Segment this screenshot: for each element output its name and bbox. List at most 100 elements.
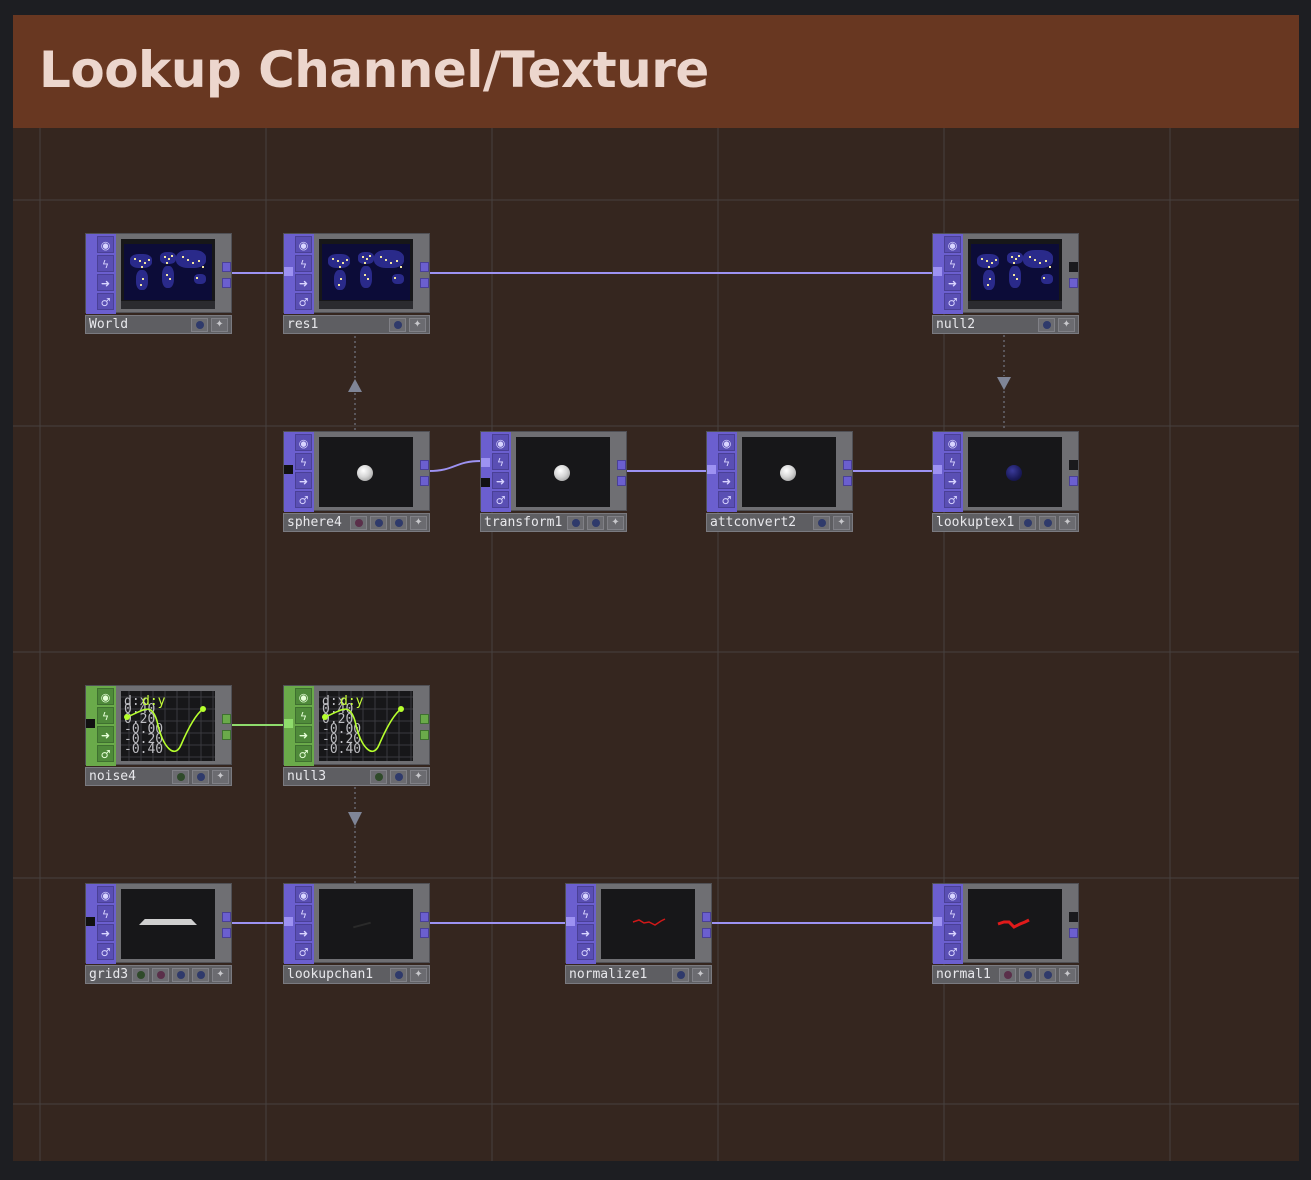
template-button[interactable]	[390, 516, 407, 530]
display-flag-icon[interactable]: ➜	[944, 274, 961, 291]
output-connector[interactable]	[702, 928, 711, 938]
output-connector[interactable]	[420, 928, 429, 938]
node-body[interactable]: ◉ ϟ ➜ ♂	[85, 233, 232, 314]
viewer-flag-icon[interactable]: ◉	[944, 886, 961, 903]
cook-button[interactable]	[191, 318, 208, 332]
lock-flag-icon[interactable]: ♂	[295, 491, 312, 508]
node-res1[interactable]: ◉ ϟ ➜ ♂ res1 ✦	[283, 233, 430, 335]
output-connector[interactable]	[222, 912, 231, 922]
node-namebar[interactable]: normal1 ✦	[932, 965, 1079, 984]
cook-button[interactable]	[192, 770, 209, 784]
render-flag-button[interactable]	[152, 968, 169, 982]
node-transform1[interactable]: ◉ ϟ ➜ ♂ transform1 ✦	[480, 431, 627, 533]
cook-button[interactable]	[672, 968, 689, 982]
parameter-button[interactable]: ✦	[1059, 516, 1076, 530]
parameter-button[interactable]: ✦	[410, 516, 427, 530]
display-flag-icon[interactable]: ➜	[718, 472, 735, 489]
lock-flag-icon[interactable]: ♂	[97, 943, 114, 960]
output-connector[interactable]	[1069, 912, 1078, 922]
lock-flag-icon[interactable]: ♂	[718, 491, 735, 508]
node-viewer[interactable]	[968, 889, 1062, 959]
display-flag-icon[interactable]: ➜	[97, 726, 114, 743]
parameter-button[interactable]: ✦	[211, 318, 228, 332]
node-namebar[interactable]: attconvert2 ✦	[706, 513, 853, 532]
node-body[interactable]: ◉ ϟ ➜ ♂	[283, 233, 430, 314]
lock-flag-icon[interactable]: ♂	[492, 491, 509, 508]
lock-flag-icon[interactable]: ♂	[577, 943, 594, 960]
node-body[interactable]: ◉ ϟ ➜ ♂	[565, 883, 712, 964]
display-flag-icon[interactable]: ➜	[295, 472, 312, 489]
viewer-flag-icon[interactable]: ◉	[718, 434, 735, 451]
output-connector[interactable]	[420, 262, 429, 272]
lock-flag-icon[interactable]: ♂	[944, 491, 961, 508]
viewer-flag-icon[interactable]: ◉	[295, 236, 312, 253]
node-body[interactable]: ◉ ϟ ➜ ♂	[480, 431, 627, 512]
cook-button[interactable]	[813, 516, 830, 530]
node-namebar[interactable]: lookuptex1 ✦	[932, 513, 1079, 532]
parameter-button[interactable]: ✦	[409, 318, 426, 332]
lock-flag-icon[interactable]: ♂	[97, 293, 114, 310]
display-flag-icon[interactable]: ➜	[944, 472, 961, 489]
output-connector[interactable]	[1069, 928, 1078, 938]
input-connector[interactable]	[481, 478, 490, 487]
input-connector[interactable]	[284, 917, 293, 926]
cook-button[interactable]	[389, 318, 406, 332]
lock-flag-icon[interactable]: ♂	[295, 293, 312, 310]
viewer-flag-icon[interactable]: ◉	[97, 236, 114, 253]
bypass-flag-icon[interactable]: ϟ	[97, 255, 114, 272]
node-body[interactable]: ◉ ϟ ➜ ♂	[283, 431, 430, 512]
output-connector[interactable]	[617, 476, 626, 486]
node-viewer[interactable]	[742, 437, 836, 507]
lock-flag-icon[interactable]: ♂	[97, 745, 114, 762]
node-namebar[interactable]: World ✦	[85, 315, 232, 334]
export-flag-button[interactable]	[172, 770, 189, 784]
output-connector[interactable]	[1069, 278, 1078, 288]
node-viewer[interactable]	[968, 239, 1062, 309]
input-connector[interactable]	[86, 917, 95, 926]
bypass-flag-icon[interactable]: ϟ	[295, 905, 312, 922]
bypass-flag-icon[interactable]: ϟ	[577, 905, 594, 922]
bypass-flag-icon[interactable]: ϟ	[97, 905, 114, 922]
node-normalize1[interactable]: ◉ ϟ ➜ ♂ normalize1 ✦	[565, 883, 712, 985]
cook-button[interactable]	[1019, 516, 1036, 530]
cook-button[interactable]	[567, 516, 584, 530]
lock-flag-icon[interactable]: ♂	[295, 943, 312, 960]
output-connector[interactable]	[222, 278, 231, 288]
annotate-comment-box[interactable]: Lookup Channel/Texture	[13, 15, 1299, 1161]
output-connector[interactable]	[420, 714, 429, 724]
bypass-flag-icon[interactable]: ϟ	[944, 255, 961, 272]
export-flag-button[interactable]	[132, 968, 149, 982]
output-connector[interactable]	[222, 262, 231, 272]
parameter-button[interactable]: ✦	[692, 968, 709, 982]
node-body[interactable]: ◉ ϟ ➜ ♂	[283, 883, 430, 964]
viewer-flag-icon[interactable]: ◉	[295, 688, 312, 705]
parameter-button[interactable]: ✦	[212, 770, 229, 784]
template-button[interactable]	[587, 516, 604, 530]
node-namebar[interactable]: grid3 ✦	[85, 965, 232, 984]
viewer-flag-icon[interactable]: ◉	[577, 886, 594, 903]
node-lookupchan1[interactable]: ◉ ϟ ➜ ♂ lookupchan1 ✦	[283, 883, 430, 985]
display-flag-icon[interactable]: ➜	[577, 924, 594, 941]
node-world[interactable]: ◉ ϟ ➜ ♂ World ✦	[85, 233, 232, 335]
bypass-flag-icon[interactable]: ϟ	[718, 453, 735, 470]
input-connector[interactable]	[933, 267, 942, 276]
node-lookuptex1[interactable]: ◉ ϟ ➜ ♂ lookuptex1 ✦	[932, 431, 1079, 533]
output-connector[interactable]	[1069, 460, 1078, 470]
output-connector[interactable]	[843, 460, 852, 470]
node-viewer[interactable]	[121, 239, 215, 309]
viewer-flag-icon[interactable]: ◉	[944, 236, 961, 253]
bypass-flag-icon[interactable]: ϟ	[295, 255, 312, 272]
lock-flag-icon[interactable]: ♂	[944, 943, 961, 960]
viewer-flag-icon[interactable]: ◉	[944, 434, 961, 451]
node-viewer[interactable]	[319, 889, 413, 959]
bypass-flag-icon[interactable]: ϟ	[492, 453, 509, 470]
bypass-flag-icon[interactable]: ϟ	[944, 453, 961, 470]
node-viewer[interactable]	[319, 239, 413, 309]
output-connector[interactable]	[843, 476, 852, 486]
output-connector[interactable]	[1069, 476, 1078, 486]
node-namebar[interactable]: null2 ✦	[932, 315, 1079, 334]
